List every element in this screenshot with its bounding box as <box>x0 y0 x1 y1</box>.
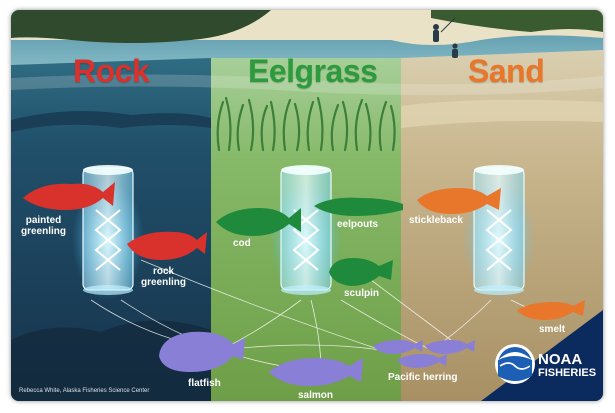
noaa-emblem-icon <box>481 310 603 401</box>
label-pacific-herring: Pacific herring <box>388 372 458 383</box>
scene-illustration <box>11 10 603 401</box>
label-stickleback: stickleback <box>409 215 463 226</box>
cod-fish-icon <box>216 208 301 236</box>
fisher-figure-icon <box>433 17 458 58</box>
shore-trees <box>11 10 271 43</box>
stickleback-fish-icon <box>417 188 501 214</box>
image-credit: Rebecca White, Alaska Fisheries Science … <box>19 388 150 394</box>
zone-title-rock: Rock <box>73 53 150 89</box>
fisheries-logo-text: FISHERIES <box>538 367 597 379</box>
painted-greenling-fish-icon <box>23 182 115 210</box>
label-smelt: smelt <box>539 324 566 335</box>
label-sculpin: sculpin <box>344 288 380 299</box>
noaa-logo-text: NOAA <box>538 351 583 368</box>
label-flatfish: flatfish <box>188 378 221 389</box>
label-salmon: salmon <box>298 390 334 401</box>
zone-title-eelgrass: Eelgrass <box>248 53 378 89</box>
flatfish-fish-icon <box>159 331 245 372</box>
eelgrass-sample-jar-icon <box>270 165 342 300</box>
smelt-fish-icon <box>517 300 585 320</box>
sand-sample-jar-icon <box>463 165 535 300</box>
pacific-herring-fish-icon <box>373 340 475 368</box>
sculpin-fish-icon <box>329 258 393 286</box>
eelpouts-fish-icon <box>314 197 403 216</box>
eelgrass-blades <box>216 96 396 152</box>
rock-greenling-fish-icon <box>127 231 207 260</box>
zone-title-sand: Sand <box>468 53 545 89</box>
salmon-fish-icon <box>269 358 363 386</box>
label-cod: cod <box>233 238 251 249</box>
label-eelpouts: eelpouts <box>337 219 379 230</box>
